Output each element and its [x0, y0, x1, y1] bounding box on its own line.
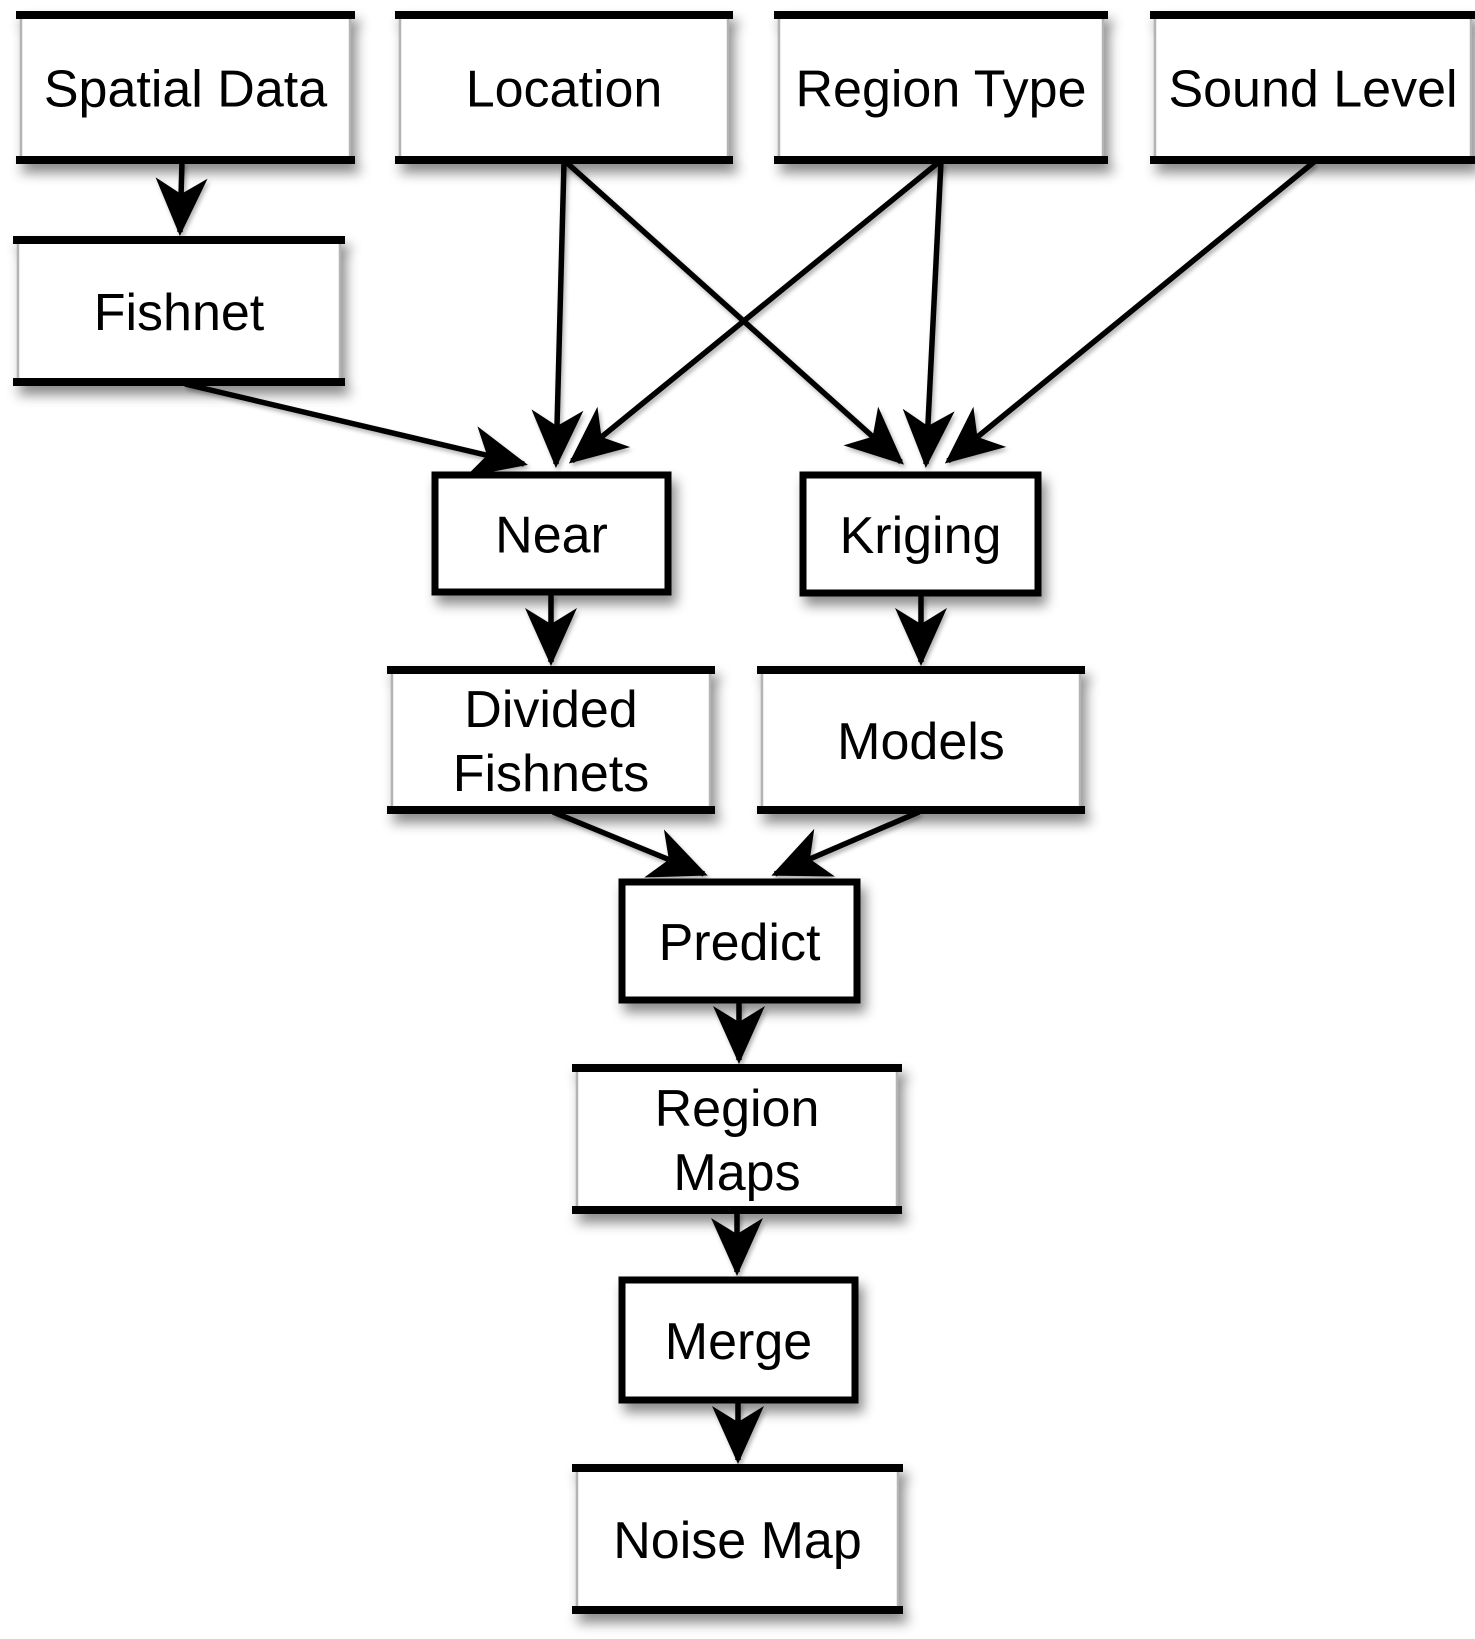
node-fishnet: Fishnet: [13, 236, 345, 386]
arrow-models-to-predict: [771, 809, 921, 877]
node-label-location: Location: [466, 61, 663, 119]
arrow-region_type-to-kriging: [902, 161, 955, 468]
node-noise_map: Noise Map: [572, 1464, 903, 1614]
arrow-spatial_data-to-fishnet: [155, 161, 208, 236]
node-merge: Merge: [618, 1276, 859, 1404]
arrow-sound_level-to-kriging: [944, 159, 1316, 464]
arrow-divided_fishnets-to-predict: [551, 809, 708, 878]
node-label-fishnet: Fishnet: [94, 284, 265, 342]
node-predict: Predict: [618, 878, 861, 1004]
node-region_type: Region Type: [774, 11, 1108, 164]
node-label-spatial_data: Spatial Data: [44, 61, 327, 119]
arrow-location-to-near: [531, 161, 584, 468]
node-label-near: Near: [495, 507, 608, 565]
nodes-layer: Spatial Data Location Region Type Sound Lev…: [13, 11, 1475, 1614]
arrow-location-to-kriging: [564, 159, 904, 465]
node-label-predict: Predict: [659, 914, 821, 972]
arrow-region_type-to-near: [568, 159, 941, 464]
node-label-merge: Merge: [665, 1313, 812, 1371]
node-near: Near: [431, 471, 672, 596]
node-label-noise_map: Noise Map: [613, 1512, 862, 1570]
node-label-region_type: Region Type: [795, 61, 1086, 119]
node-label-sound_level: Sound Level: [1168, 61, 1457, 119]
node-sound_level: Sound Level: [1150, 11, 1475, 164]
arrow-fishnet-to-near: [184, 381, 528, 477]
node-kriging: Kriging: [799, 471, 1042, 597]
node-models: Models: [757, 666, 1085, 814]
node-label-models: Models: [837, 713, 1005, 771]
edges-layer: [155, 159, 1316, 1464]
node-location: Location: [395, 11, 733, 164]
node-label-kriging: Kriging: [840, 507, 1002, 565]
node-spatial_data: Spatial Data: [16, 11, 355, 164]
